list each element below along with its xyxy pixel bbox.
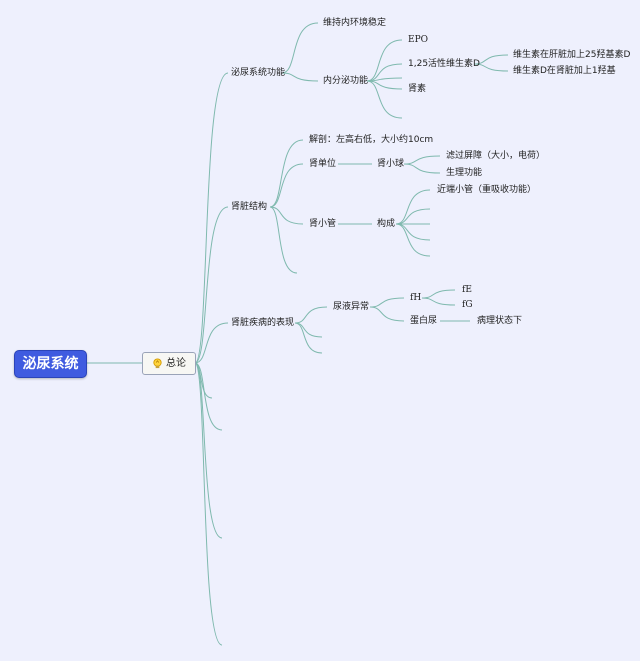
node-label[interactable]: 构成 — [377, 219, 396, 229]
node-label[interactable]: 肾小球 — [377, 159, 405, 169]
connector — [269, 206, 298, 274]
connector — [421, 297, 456, 306]
connector — [269, 139, 304, 208]
connector — [369, 297, 405, 308]
lightbulb-icon — [153, 358, 162, 369]
connector — [269, 206, 304, 225]
connector-topic-branch — [194, 362, 223, 539]
node-label[interactable]: fE — [462, 285, 472, 295]
connector — [395, 223, 431, 257]
node-label[interactable]: 蛋白尿 — [410, 316, 438, 326]
connector — [281, 22, 319, 74]
node-label[interactable]: EPO — [408, 35, 429, 45]
node-label[interactable]: 维持内环境稳定 — [323, 18, 387, 28]
connector — [294, 322, 323, 354]
branch-label-kidney-disease[interactable]: 肾脏疾病的表现 — [231, 318, 295, 328]
node-label[interactable]: 肾素 — [408, 84, 427, 94]
connector-topic-branch — [194, 72, 229, 364]
connector-topic-branch — [194, 362, 223, 646]
connector — [366, 39, 403, 82]
node-label[interactable]: 维生素D在肾脏加上1羟基 — [513, 66, 616, 76]
topic-node-overview[interactable]: 总论 — [142, 352, 196, 375]
node-label[interactable]: 维生素在肝脏加上25羟基素D — [513, 50, 631, 60]
connector — [366, 80, 403, 90]
connector — [403, 155, 441, 165]
node-label[interactable]: 病理状态下 — [477, 316, 523, 326]
node-label[interactable]: fG — [462, 300, 473, 310]
node-label[interactable]: 1,25活性维生素D — [408, 59, 480, 69]
node-label[interactable]: 解剖：左高右低，大小约10cm — [309, 135, 434, 145]
connector — [366, 80, 403, 119]
connector — [421, 289, 456, 299]
connector-topic-branch — [194, 322, 229, 364]
root-node[interactable]: 泌尿系统 — [14, 350, 87, 378]
connector-topic-branch — [194, 362, 213, 399]
connector — [403, 163, 441, 174]
node-label[interactable]: fH — [410, 293, 422, 303]
node-label[interactable]: 生理功能 — [446, 168, 483, 178]
node-label[interactable]: 肾单位 — [309, 159, 337, 169]
node-label[interactable]: 内分泌功能 — [323, 76, 369, 86]
node-label[interactable]: 肾小管 — [309, 219, 337, 229]
connector — [395, 223, 431, 241]
connector — [281, 72, 319, 82]
topic-label: 总论 — [166, 358, 186, 369]
connector — [473, 63, 509, 72]
connector — [294, 306, 328, 324]
node-label[interactable]: 滤过屏障（大小，电荷） — [446, 151, 546, 161]
connector — [369, 306, 405, 322]
node-label[interactable]: 近端小管（重吸收功能） — [437, 185, 537, 195]
connector — [395, 189, 431, 225]
connector — [269, 163, 304, 208]
node-label[interactable]: 尿液异常 — [333, 302, 370, 312]
connector-topic-branch — [194, 206, 229, 364]
branch-label-kidney-structure[interactable]: 肾脏结构 — [231, 202, 268, 212]
branch-label-urinary-function[interactable]: 泌尿系统功能 — [231, 68, 286, 78]
